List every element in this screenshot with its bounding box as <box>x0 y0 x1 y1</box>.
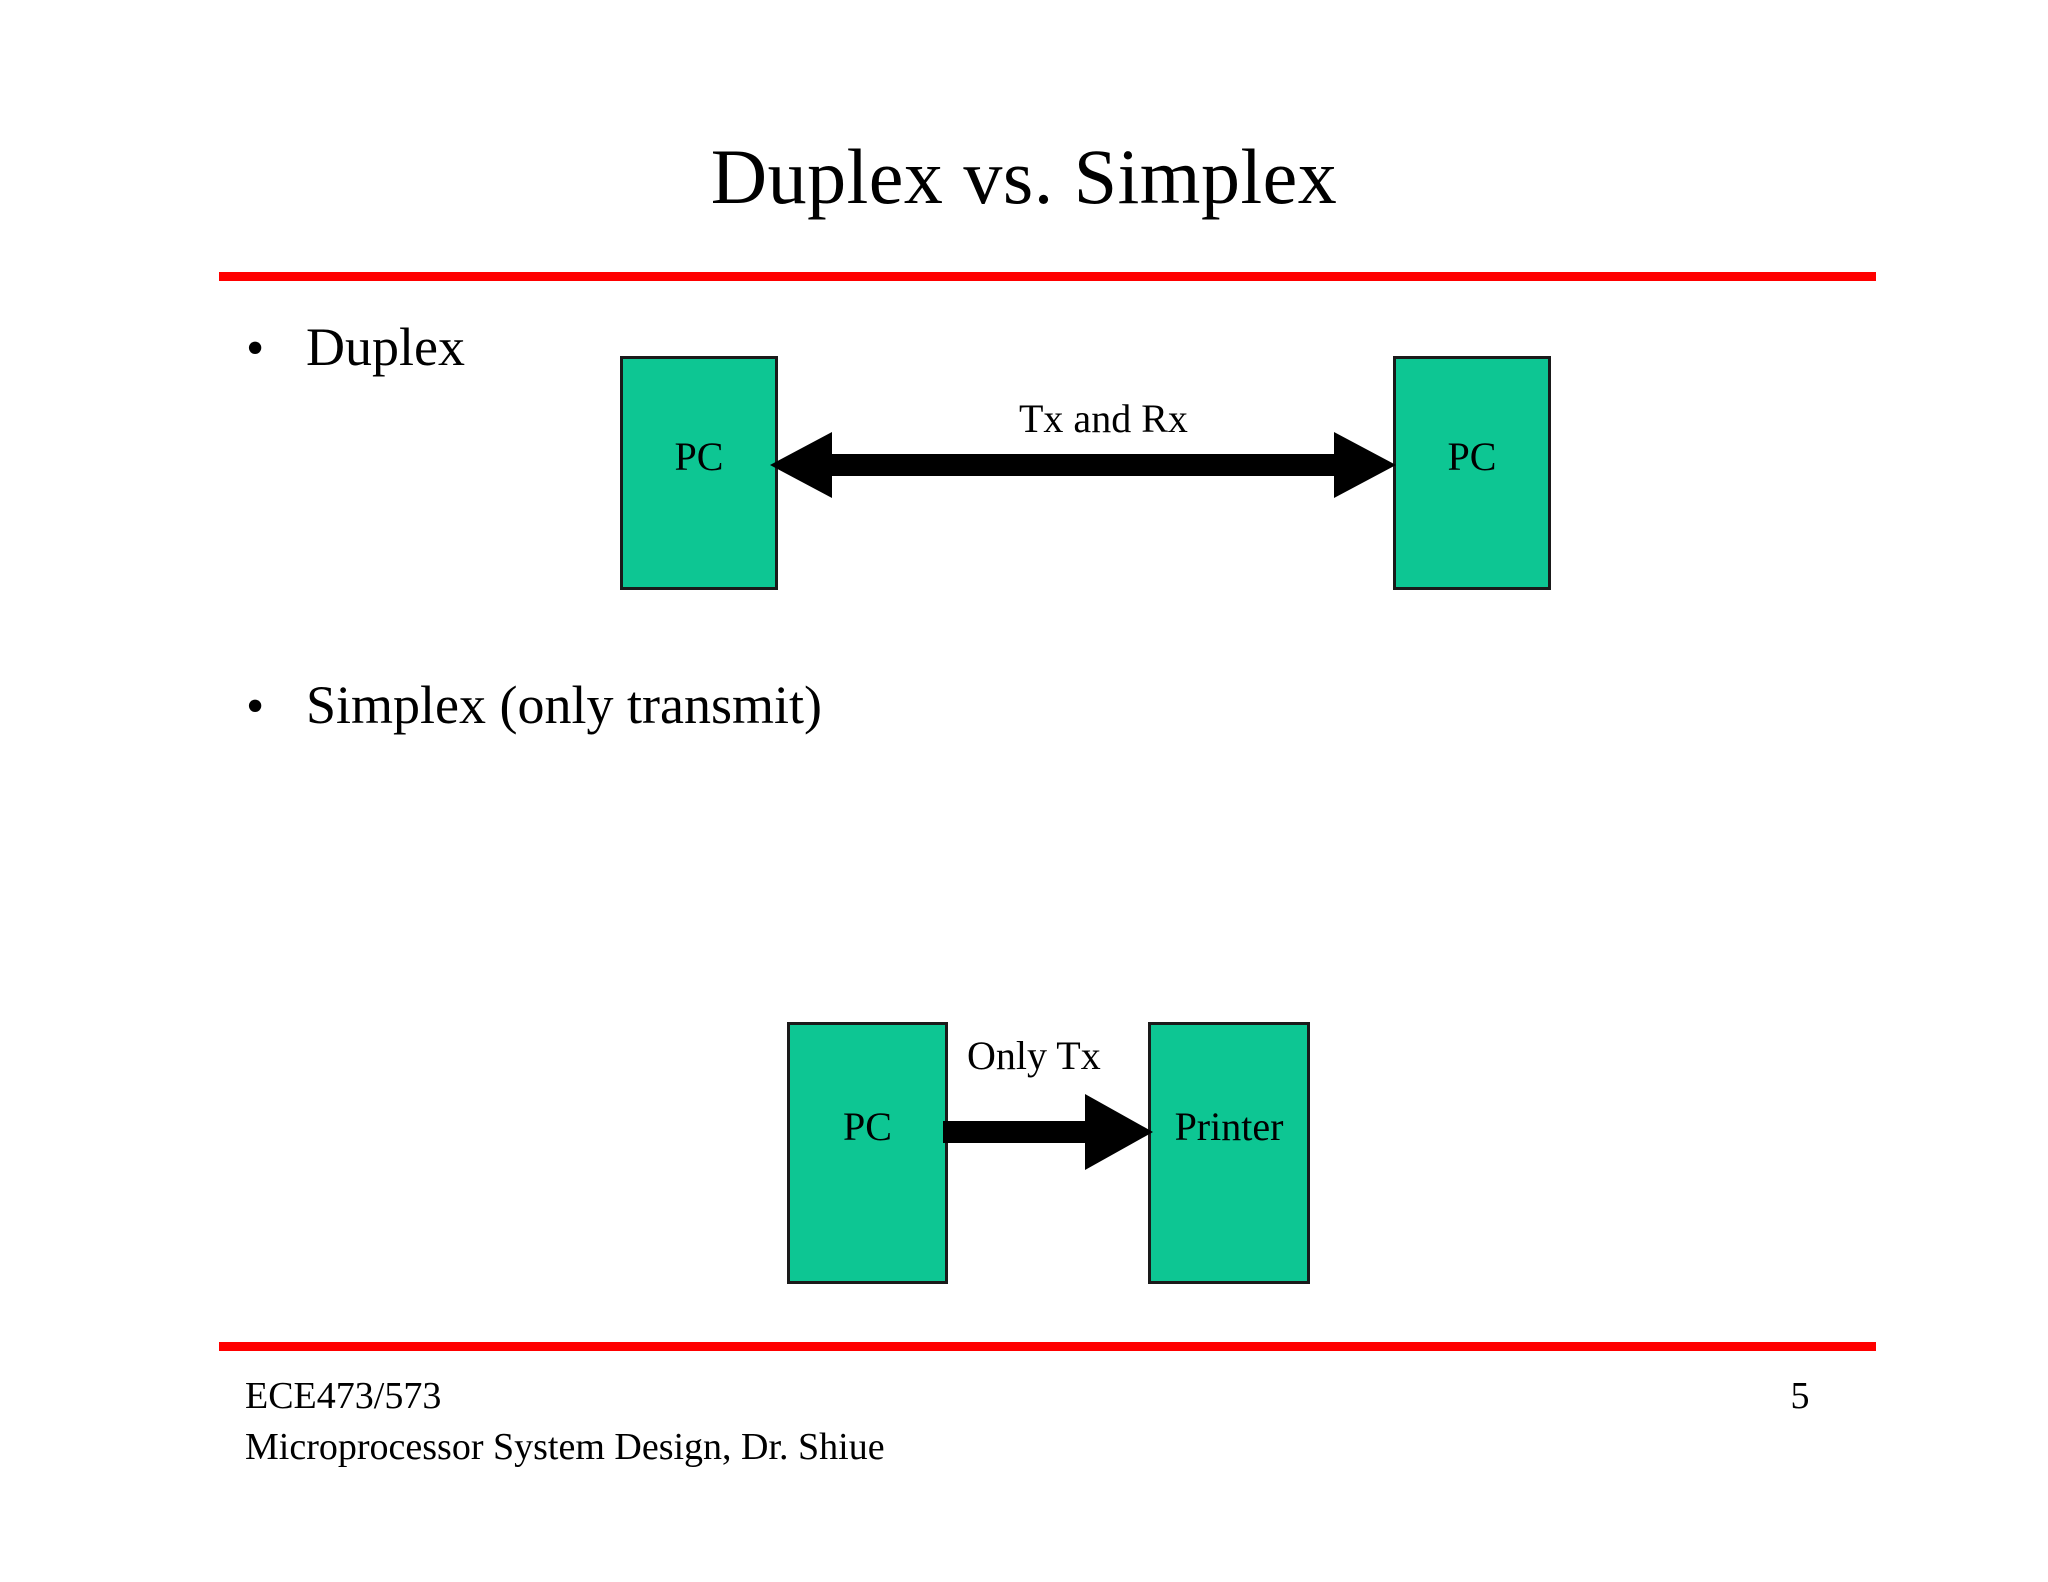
header-divider <box>219 272 1876 281</box>
bullet-label-duplex: Duplex <box>306 317 465 377</box>
connection-label-only-tx: Only Tx <box>967 1033 1101 1078</box>
node-label-printer: Printer <box>1174 1104 1284 1149</box>
node-label-pc-left: PC <box>674 434 724 479</box>
footer-course-title: Microprocessor System Design, Dr. Shiue <box>245 1425 885 1468</box>
bullet-item-duplex: • Duplex <box>246 320 465 375</box>
node-label-pc-simplex: PC <box>843 1104 892 1149</box>
bidirectional-arrow-icon <box>770 432 1396 498</box>
page-title: Duplex vs. Simplex <box>710 133 1338 220</box>
diagram-node-pc-simplex: PC <box>787 1022 948 1284</box>
bullet-item-simplex: • Simplex (only transmit) <box>246 678 822 733</box>
diagram-node-printer: Printer <box>1148 1022 1310 1284</box>
bullet-label-simplex: Simplex (only transmit) <box>306 675 822 735</box>
footer-course-code: ECE473/573 <box>245 1375 442 1417</box>
right-arrow-icon <box>943 1094 1153 1170</box>
diagram-node-pc-right: PC <box>1393 356 1551 590</box>
footer-divider <box>219 1342 1876 1351</box>
diagram-node-pc-left: PC <box>620 356 778 590</box>
page-number: 5 <box>1790 1375 1810 1417</box>
connection-label-tx-and-rx: Tx and Rx <box>1019 396 1188 441</box>
bullet-marker-icon: • <box>246 320 265 377</box>
node-label-pc-right: PC <box>1447 434 1497 479</box>
bullet-marker-icon: • <box>246 678 265 735</box>
footer: ECE473/573 Microprocessor System Design,… <box>245 1371 885 1473</box>
